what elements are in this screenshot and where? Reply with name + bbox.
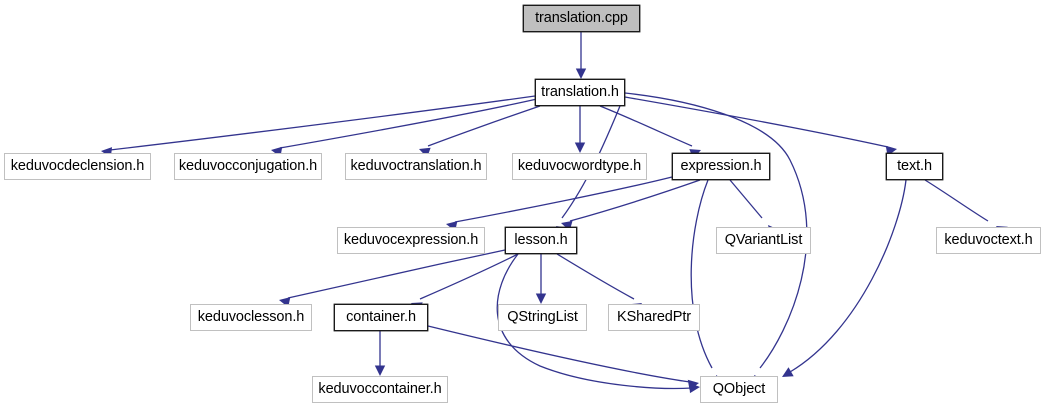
graph-edge xyxy=(427,105,541,147)
graph-node-keduvocdeclension-h[interactable]: keduvocdeclension.h xyxy=(4,153,151,180)
graph-node-label: QVariantList xyxy=(724,232,803,249)
graph-node-label: container.h xyxy=(346,309,416,326)
graph-node-label: keduvoctext.h xyxy=(944,232,1033,249)
graph-edge xyxy=(427,325,691,383)
graph-edge xyxy=(924,179,989,222)
graph-node-label: lesson.h xyxy=(514,232,568,249)
graph-edge xyxy=(599,105,693,147)
graph-edge-arrowhead xyxy=(782,367,794,377)
graph-node-keduvocwordtype-h[interactable]: keduvocwordtype.h xyxy=(512,153,647,180)
graph-edge xyxy=(624,96,889,148)
graph-node-keduvoclesson-h[interactable]: keduvoclesson.h xyxy=(190,304,312,331)
graph-node-keduvoccontainer-h[interactable]: keduvoccontainer.h xyxy=(312,376,448,403)
graph-edge-arrowhead xyxy=(574,142,586,153)
graph-node-translation-h[interactable]: translation.h xyxy=(535,79,625,106)
graph-edge xyxy=(109,95,536,151)
graph-node-label: keduvocexpression.h xyxy=(343,232,479,249)
graph-node-qstringlist[interactable]: QStringList xyxy=(498,304,587,331)
graph-edge-arrowhead xyxy=(374,365,386,376)
graph-edge xyxy=(789,179,907,373)
graph-node-translation-cpp: translation.cpp xyxy=(523,5,640,32)
graph-node-ksharedptr[interactable]: KSharedPtr xyxy=(608,304,700,331)
graph-node-keduvoctranslation-h[interactable]: keduvoctranslation.h xyxy=(345,153,487,180)
graph-node-keduvocexpression-h[interactable]: keduvocexpression.h xyxy=(337,227,485,254)
graph-node-label: keduvocconjugation.h xyxy=(178,158,318,175)
graph-edge xyxy=(690,179,713,369)
graph-node-keduvoctext-h[interactable]: keduvoctext.h xyxy=(936,227,1041,254)
graph-node-label: KSharedPtr xyxy=(617,309,691,326)
graph-edge xyxy=(279,98,538,149)
graph-node-expression-h[interactable]: expression.h xyxy=(672,153,770,180)
graph-node-text-h[interactable]: text.h xyxy=(886,153,943,180)
graph-node-label: keduvocdeclension.h xyxy=(10,158,145,175)
graph-node-container-h[interactable]: container.h xyxy=(334,304,428,331)
graph-node-label: keduvoctranslation.h xyxy=(350,158,482,175)
graph-node-keduvocconjugation-h[interactable]: keduvocconjugation.h xyxy=(174,153,322,180)
graph-node-qvariantlist[interactable]: QVariantList xyxy=(716,227,811,254)
graph-node-label: QStringList xyxy=(507,309,578,326)
graph-node-label: expression.h xyxy=(680,158,762,175)
graph-edge xyxy=(419,253,519,300)
graph-edge xyxy=(569,179,701,222)
graph-edge-arrowhead xyxy=(535,293,547,304)
graph-node-label: keduvoccontainer.h xyxy=(318,381,442,398)
graph-edge xyxy=(287,249,506,299)
graph-edge xyxy=(556,253,635,300)
graph-node-label: keduvoclesson.h xyxy=(197,309,305,326)
graph-node-label: translation.h xyxy=(541,84,619,101)
graph-edge xyxy=(729,179,763,219)
graph-edge xyxy=(454,176,673,223)
graph-node-lesson-h[interactable]: lesson.h xyxy=(505,227,577,254)
graph-edge-arrowhead xyxy=(689,382,700,394)
graph-edge-arrowhead xyxy=(575,68,587,79)
graph-node-label: QObject xyxy=(712,381,766,398)
graph-node-label: keduvocwordtype.h xyxy=(517,158,642,175)
graph-edge-arrowhead xyxy=(687,379,699,390)
graph-node-label: text.h xyxy=(897,158,932,175)
graph-node-qobject[interactable]: QObject xyxy=(700,376,778,403)
graph-node-label: translation.cpp xyxy=(535,10,628,27)
